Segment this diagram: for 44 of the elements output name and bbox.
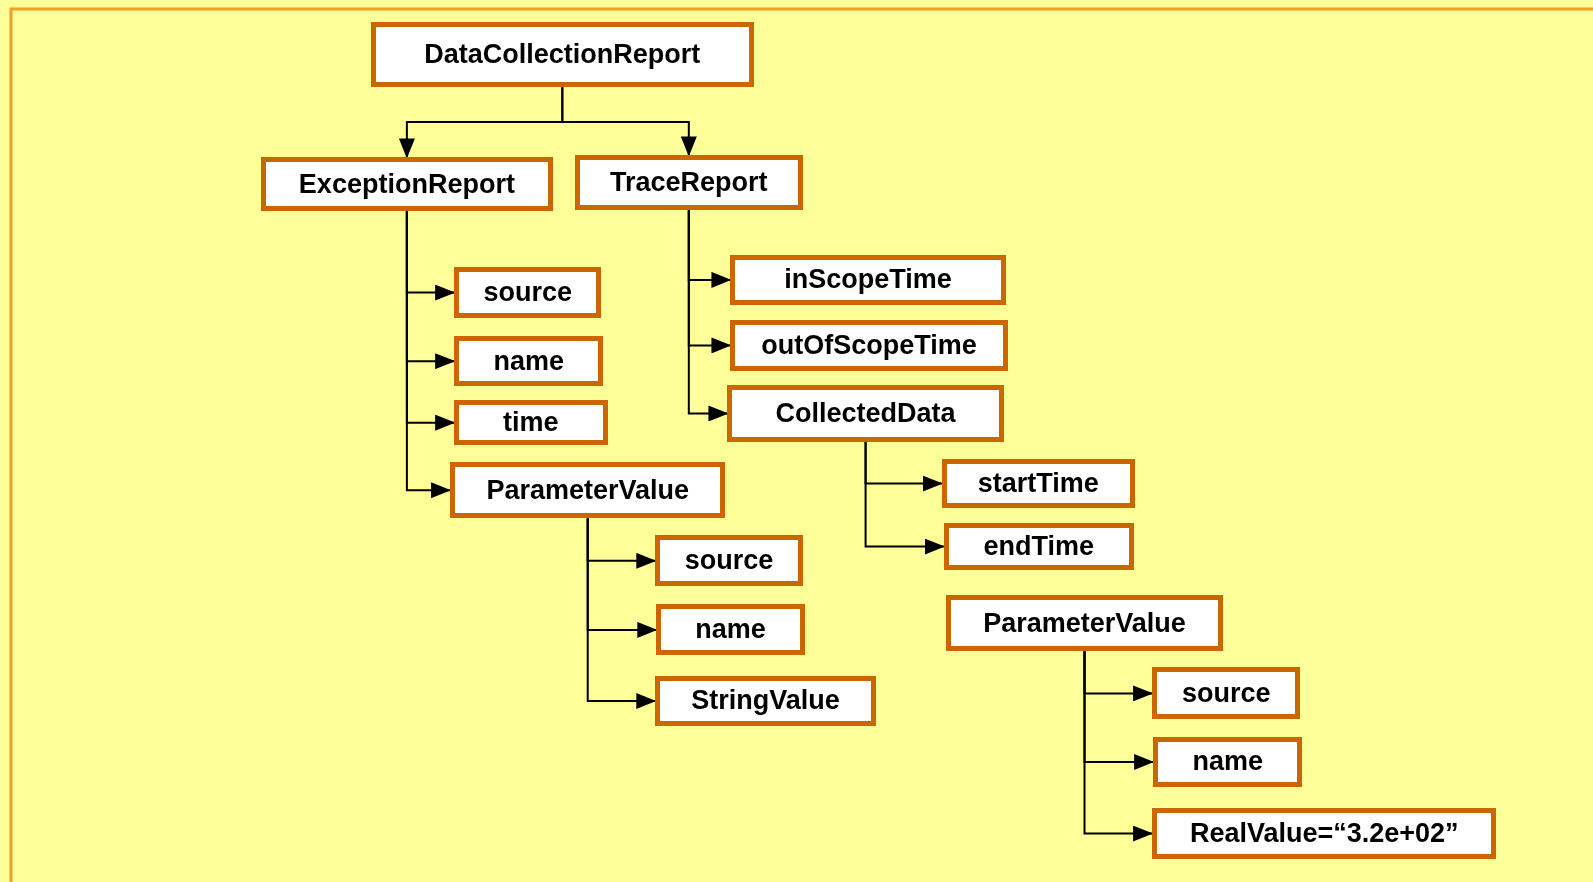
class-box [655,535,803,587]
class-name: RealValue=“3.2e+02” [1189,818,1459,850]
class-name: name [1192,746,1264,778]
class-box [1152,667,1301,720]
class-box [1152,807,1497,860]
class-name: source [1181,677,1271,709]
class-name: source [684,545,774,577]
class-name: CollectedData [775,397,956,429]
class-box [454,400,608,445]
class-box [261,157,553,212]
arrow [1083,650,1154,842]
class-box [945,595,1224,652]
class-name: ExceptionReport [298,168,515,200]
class-name: startTime [977,468,1099,500]
class-box [727,385,1004,442]
class-box [454,336,604,387]
class-box [655,675,876,727]
arrow [405,210,452,499]
arrow [561,86,697,157]
class-box [943,523,1134,570]
class-name: inScopeTime [784,264,952,296]
class-name: time [503,407,559,439]
arrow [864,440,945,555]
class-name: DataCollectionReport [424,39,701,71]
class-name: name [695,614,766,646]
class-box [450,462,726,519]
class-name: ParameterValue [486,474,690,506]
class-name: outOfScopeTime [761,329,977,361]
class-box [454,267,602,318]
class-box [575,155,803,211]
class-box [370,22,754,88]
class-name: TraceReport [610,167,768,199]
class-name: StringValue [691,685,840,717]
class-box [941,459,1135,508]
class-name: ParameterValue [983,607,1186,639]
class-box [1153,736,1303,788]
class-name: source [483,277,573,309]
class-name: name [493,345,565,377]
class-box [730,255,1006,305]
class-box [730,320,1008,371]
class-box [656,604,805,656]
arrow [687,209,729,422]
arrow [586,517,657,709]
class-name: endTime [983,531,1095,563]
